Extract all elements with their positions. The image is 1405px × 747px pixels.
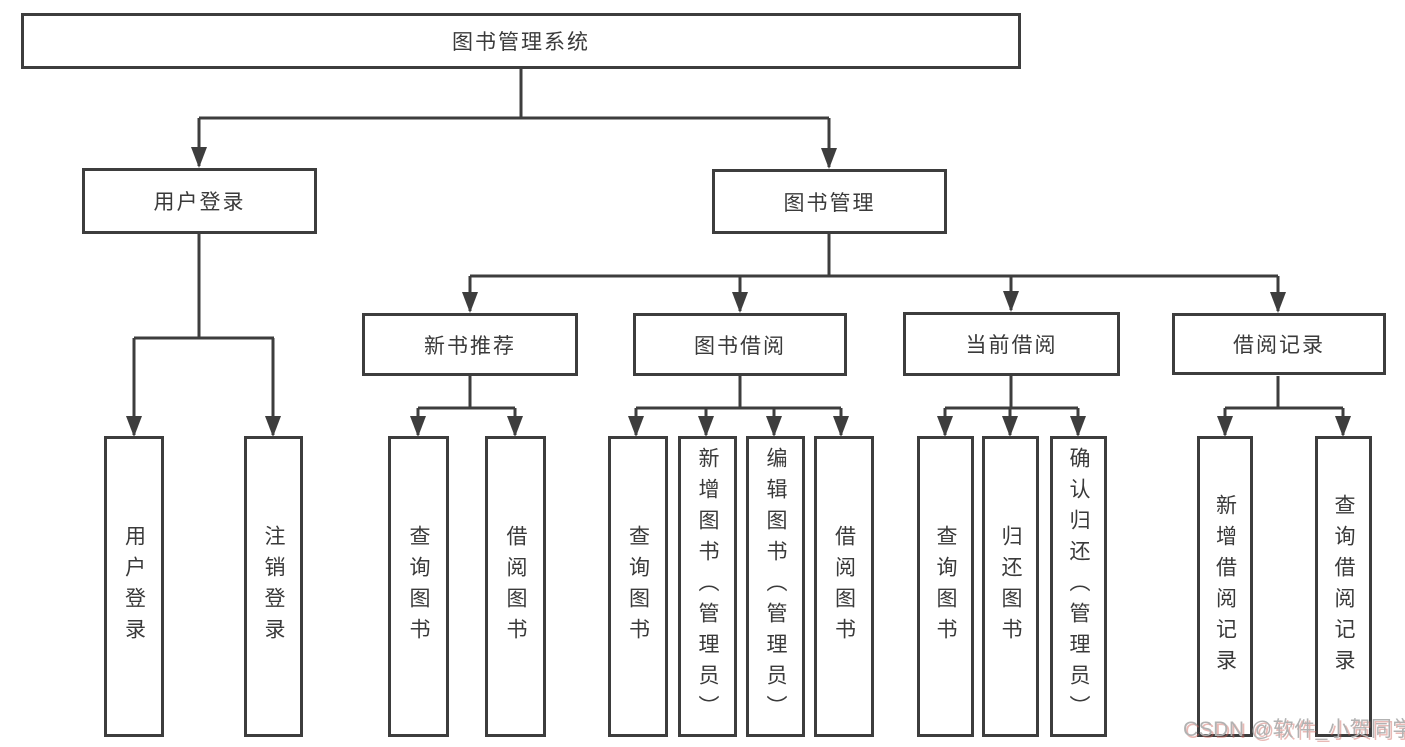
leaf-label: 查询图书 (407, 524, 430, 649)
leaf-label: 确认归还（管理员） (1067, 447, 1090, 726)
arrow-down-icon (1003, 291, 1019, 312)
leaf-label: 借阅图书 (504, 524, 527, 649)
arrow-down-icon (1335, 416, 1351, 437)
arrow-down-icon (1217, 416, 1233, 437)
leaf-label: 查询图书 (626, 524, 650, 649)
arrow-down-icon (191, 147, 207, 168)
leaf-borrow-book-2: 借阅图书 (814, 436, 874, 737)
leaf-label: 用户登录 (122, 524, 146, 649)
arrow-down-icon (732, 292, 748, 313)
arrow-down-icon (265, 416, 281, 437)
leaf-borrow-book-1: 借阅图书 (485, 436, 546, 737)
leaf-query-borrow-record: 查询借阅记录 (1315, 436, 1372, 737)
node-root-system: 图书管理系统 (21, 13, 1021, 69)
arrow-down-icon (1002, 416, 1018, 437)
csdn-watermark: CSDN @软件_小贺同学 (1183, 718, 1405, 741)
leaf-add-borrow-record: 新增借阅记录 (1197, 436, 1253, 737)
connector-lines (132, 69, 1345, 435)
leaf-return-book: 归还图书 (982, 436, 1039, 737)
leaf-add-book-admin: 新增图书（管理员） (678, 436, 737, 737)
leaf-confirm-return-admin: 确认归还（管理员） (1050, 436, 1107, 737)
leaf-logout: 注销登录 (244, 436, 303, 737)
node-user-login-branch: 用户登录 (82, 168, 317, 234)
leaf-label: 编辑图书（管理员） (764, 447, 787, 726)
arrow-down-icon (410, 416, 426, 437)
node-book-borrow: 图书借阅 (633, 313, 847, 376)
leaf-query-book-3: 查询图书 (917, 436, 974, 737)
arrow-down-icon (507, 416, 523, 437)
node-borrow-record: 借阅记录 (1172, 313, 1386, 375)
arrow-down-icon (126, 416, 142, 437)
node-new-book-recommend: 新书推荐 (362, 313, 578, 376)
arrowhead-icons (126, 147, 1351, 437)
leaf-user-login: 用户登录 (104, 436, 164, 737)
leaf-label: 新增图书（管理员） (696, 447, 719, 726)
arrow-down-icon (821, 148, 837, 169)
arrow-down-icon (766, 416, 782, 437)
leaf-label: 查询借阅记录 (1332, 493, 1355, 680)
leaf-label: 查询图书 (934, 524, 957, 649)
leaf-label: 注销登录 (262, 524, 285, 649)
node-book-management-branch: 图书管理 (712, 169, 947, 234)
arrow-down-icon (698, 416, 714, 437)
leaf-query-book-2: 查询图书 (608, 436, 668, 737)
leaf-label: 新增借阅记录 (1213, 493, 1237, 680)
arrow-down-icon (1070, 416, 1086, 437)
leaf-edit-book-admin: 编辑图书（管理员） (746, 436, 805, 737)
arrow-down-icon (937, 416, 953, 437)
arrow-down-icon (1270, 292, 1286, 313)
node-current-borrow: 当前借阅 (903, 312, 1120, 376)
leaf-label: 归还图书 (999, 524, 1022, 649)
leaf-label: 借阅图书 (832, 524, 856, 649)
leaf-query-book-1: 查询图书 (388, 436, 449, 737)
arrow-down-icon (628, 416, 644, 437)
arrow-down-icon (833, 416, 849, 437)
arrow-down-icon (462, 292, 478, 313)
